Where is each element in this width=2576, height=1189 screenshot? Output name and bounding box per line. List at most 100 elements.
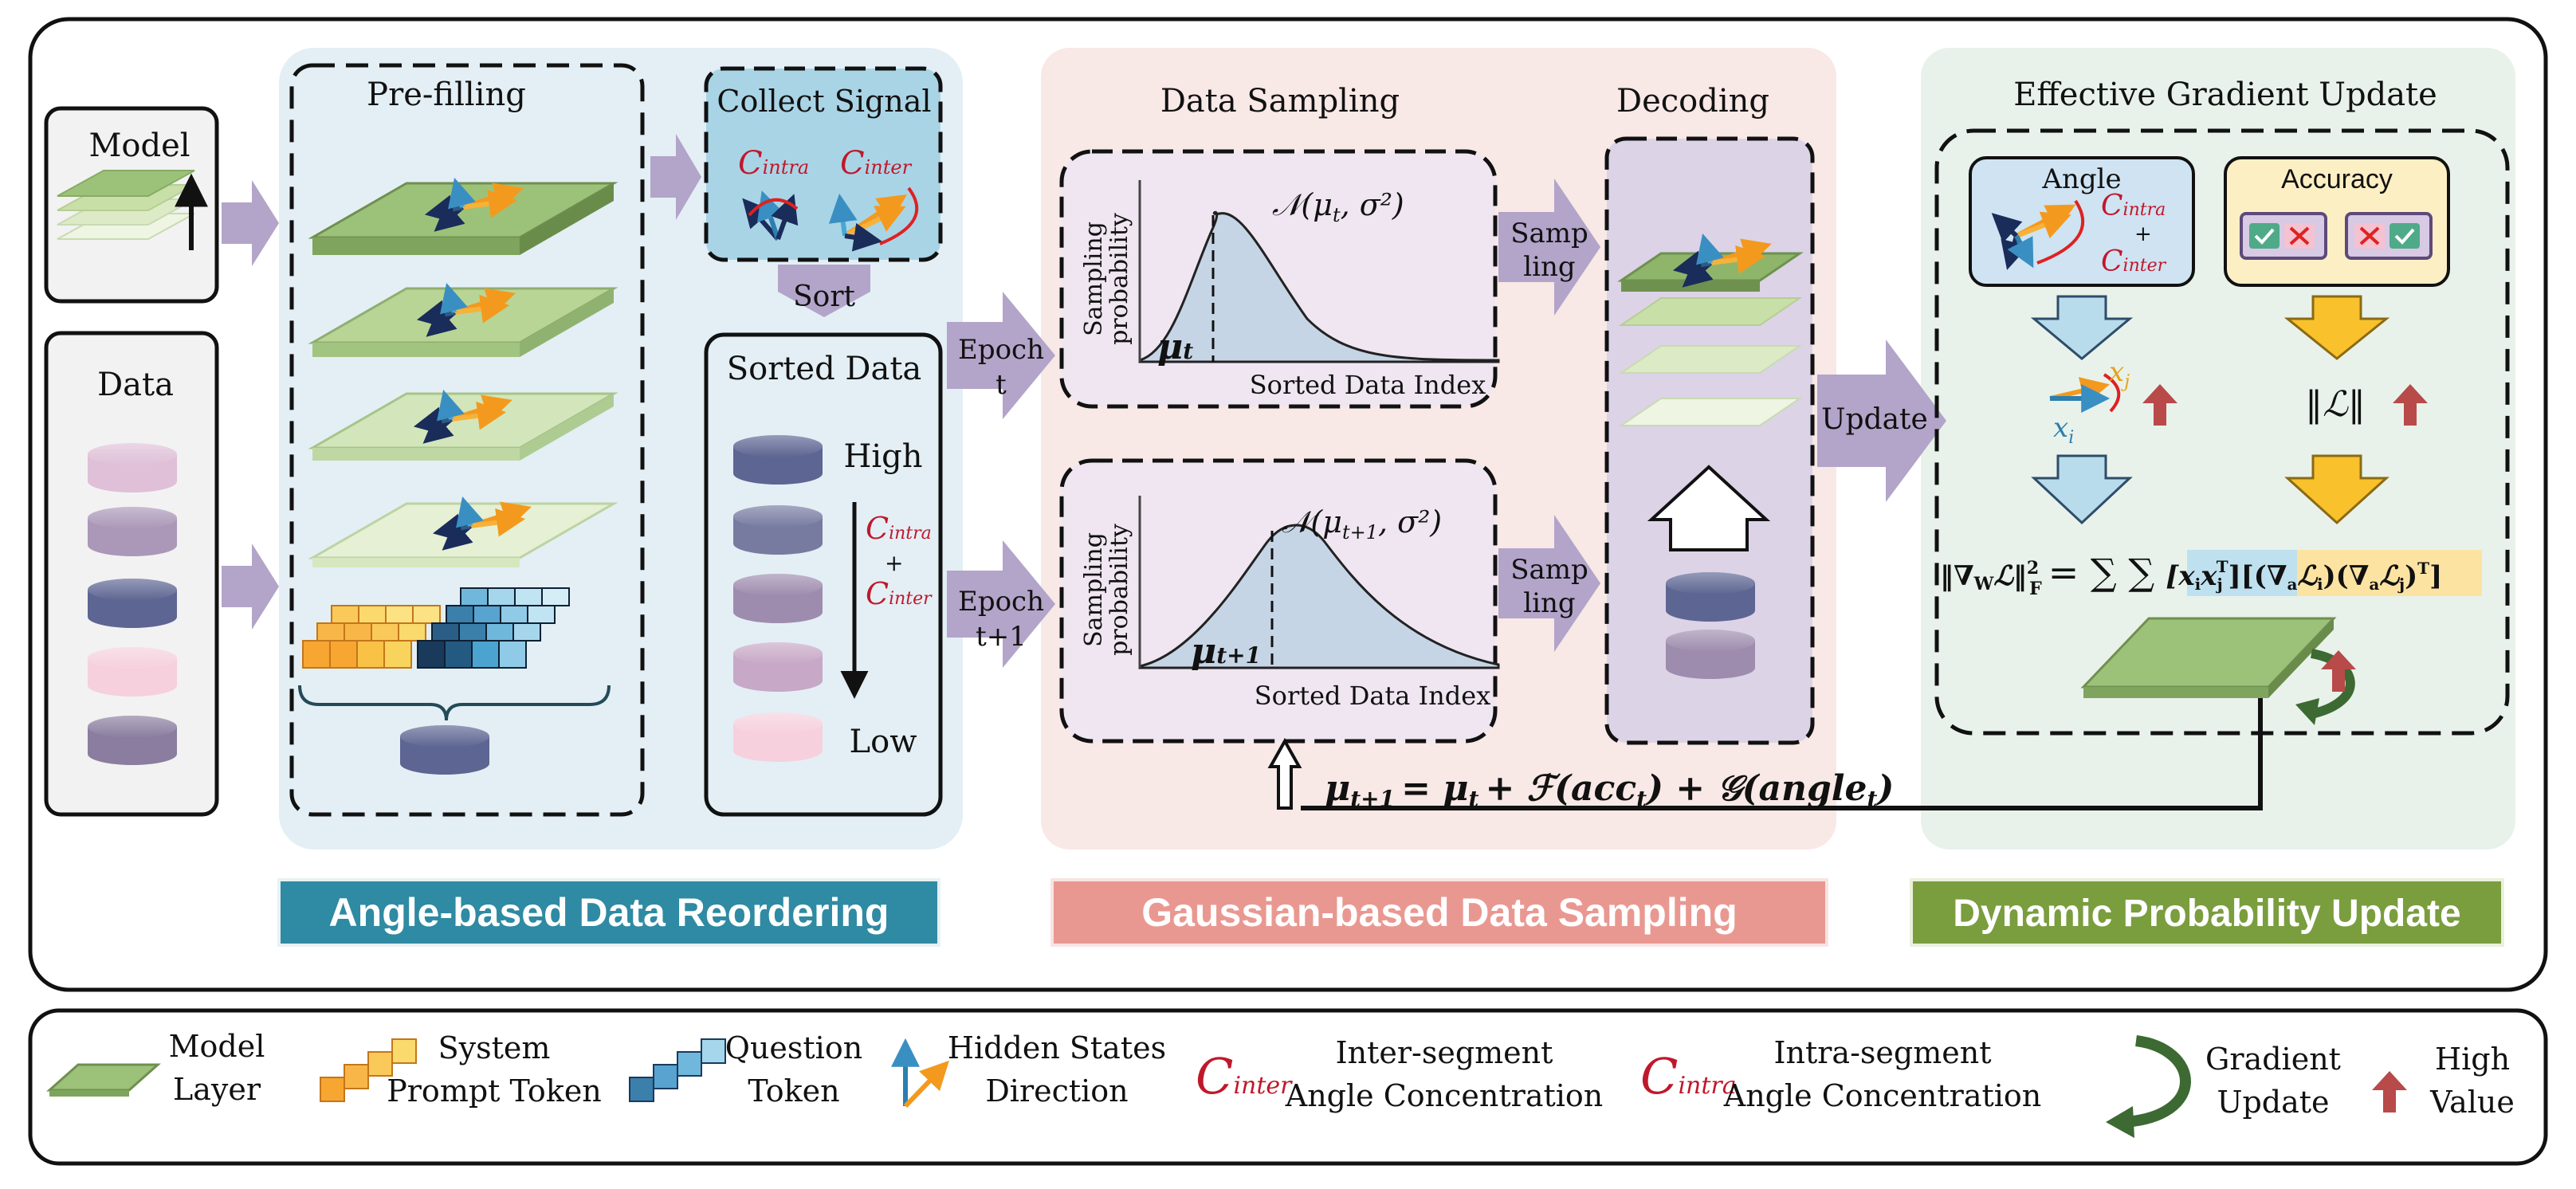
ylabel-top-1: Sampling	[1080, 222, 1108, 336]
sampling-arrow-bottom-line1: Samp	[1510, 554, 1588, 586]
epoch-t-arrow	[947, 292, 1055, 419]
update-arrow	[1817, 339, 1946, 502]
sorted-data-title: Sorted Data	[727, 351, 922, 387]
banner-reorder	[277, 878, 940, 947]
legend-hidden-1: Hidden States	[948, 1030, 1166, 1065]
arrow-data-to-prefill	[222, 543, 279, 630]
sampling-arrow-top	[1498, 179, 1600, 316]
sampling-arrow-bottom-line2: ling	[1523, 587, 1575, 619]
data-sampling-title: Data Sampling	[1160, 83, 1400, 120]
dist-label-bottom: 𝒩(μt+1, σ²)	[1282, 504, 1442, 543]
angle-c-intra: Cintra	[2101, 190, 2166, 222]
legend-question-2: Token	[748, 1073, 839, 1109]
collect-c-inter: Cinter	[840, 145, 913, 182]
high-value-icon-3	[2321, 650, 2356, 692]
collect-title: Collect Signal	[717, 84, 931, 119]
angle-c-inter: Cinter	[2101, 245, 2167, 278]
mu-label-top: μt	[1157, 327, 1193, 367]
angle-card-label: Angle	[2041, 163, 2121, 195]
gradient-model-layer	[2080, 617, 2337, 698]
prefill-title: Pre-filling	[367, 77, 526, 113]
banner-gaussian-text: Gaussian-based Data Sampling	[1141, 890, 1737, 935]
decoding-cylinder-1	[1666, 572, 1755, 622]
xj-label: xj	[2109, 356, 2130, 392]
legend-grad-2: Update	[2217, 1085, 2329, 1120]
epoch-t1-line1: Epoch	[958, 586, 1044, 618]
ylabel-top-2: probability	[1105, 213, 1133, 345]
ylabel-bottom-2: probability	[1105, 524, 1133, 656]
update-arrow-label: Update	[1821, 403, 1928, 436]
legend-system-token-icon	[320, 1038, 417, 1102]
data-cylinder-4	[88, 647, 177, 697]
legend-intra-symbol: Cintra	[1640, 1047, 1737, 1105]
xlabel-bottom: Sorted Data Index	[1255, 681, 1491, 711]
angle-plus: +	[2134, 222, 2152, 246]
sampling-arrow-top-line1: Samp	[1510, 218, 1588, 249]
sorted-low-label: Low	[850, 724, 917, 760]
legend-gradient-icon	[2124, 1035, 2191, 1128]
epoch-t1-arrow	[947, 540, 1055, 668]
legend-question-token-icon	[629, 1038, 726, 1102]
update-formula: μt+1= μt+ ℱ(acct) + 𝒢(anglet)	[1325, 768, 1894, 812]
inter-angle-icon	[828, 186, 919, 252]
banner-dynamic-text: Dynamic Probability Update	[1953, 893, 2460, 935]
model-layers-icon	[57, 170, 208, 250]
ylabel-bottom-1: Sampling	[1080, 532, 1108, 647]
prefill-layer-1	[308, 183, 618, 255]
decoding-up-arrow	[1647, 465, 1771, 551]
data-cylinder-2	[88, 507, 177, 556]
mu-label-bottom: μt+1	[1191, 631, 1261, 672]
sorted-high-label: High	[843, 438, 922, 475]
prefill-tokens	[298, 587, 611, 775]
sorted-c-intra: Cintra	[866, 511, 932, 546]
data-cylinder-3	[88, 579, 177, 628]
legend-high-1: High	[2435, 1042, 2510, 1077]
sampling-arrow-bottom	[1498, 515, 1600, 652]
model-label: Model	[88, 128, 190, 164]
arrow-prefill-to-collect	[650, 134, 701, 220]
prefill-layer-2	[308, 288, 618, 357]
gradient-update-icon	[2310, 649, 2355, 719]
sort-label: Sort	[793, 281, 856, 313]
legend-intra-2: Angle Concentration	[1723, 1078, 2042, 1113]
xi-xj-vectors	[2049, 373, 2121, 413]
angle-down-arrow-2	[2031, 454, 2133, 525]
sampling-arrow-top-line2: ling	[1523, 251, 1575, 283]
loss-norm: ‖ℒ‖	[2305, 384, 2366, 425]
high-value-icon-1	[2142, 384, 2177, 426]
angle-card-icon	[1991, 199, 2084, 270]
data-cylinder-1	[88, 443, 177, 492]
legend-model-layer-2: Layer	[173, 1072, 261, 1107]
legend-question-1: Question	[725, 1030, 862, 1065]
sorted-plus: +	[885, 550, 903, 576]
legend-intra-1: Intra-segment	[1774, 1035, 1992, 1070]
epoch-t-line1: Epoch	[958, 334, 1044, 366]
prefill-layer-4	[308, 502, 618, 567]
decoding-cylinder-2	[1666, 630, 1755, 679]
legend-inter-1: Inter-segment	[1336, 1035, 1553, 1070]
high-value-icon-2	[2393, 384, 2428, 426]
legend-hidden-2: Direction	[985, 1073, 1128, 1109]
gradient-box	[1934, 128, 2510, 736]
epoch-t1-line2: t+1	[976, 621, 1027, 653]
banner-gaussian	[1050, 878, 1828, 947]
legend-high-value-icon	[2372, 1071, 2407, 1112]
legend-system-2: Prompt Token	[387, 1073, 602, 1109]
gaussian-curve-top	[1138, 210, 1500, 363]
legend-inter-symbol: Cinter	[1196, 1047, 1293, 1105]
legend-system-1: System	[438, 1030, 551, 1065]
gradient-update-arrowhead	[2295, 698, 2319, 725]
legend-box	[28, 1008, 2548, 1166]
legend-hidden-states-icon	[891, 1038, 949, 1109]
accuracy-down-arrow-2	[2284, 454, 2389, 525]
prefill-layer-3	[308, 392, 618, 461]
arrow-model-to-prefill	[222, 180, 279, 266]
epoch-t-line2: t	[995, 369, 1007, 401]
xi-label: xi	[2053, 412, 2074, 448]
data-cylinder-5	[88, 716, 177, 765]
legend-model-layer-1: Model	[169, 1029, 265, 1064]
prefill-box	[289, 63, 645, 817]
feedback-line	[1301, 698, 2263, 810]
